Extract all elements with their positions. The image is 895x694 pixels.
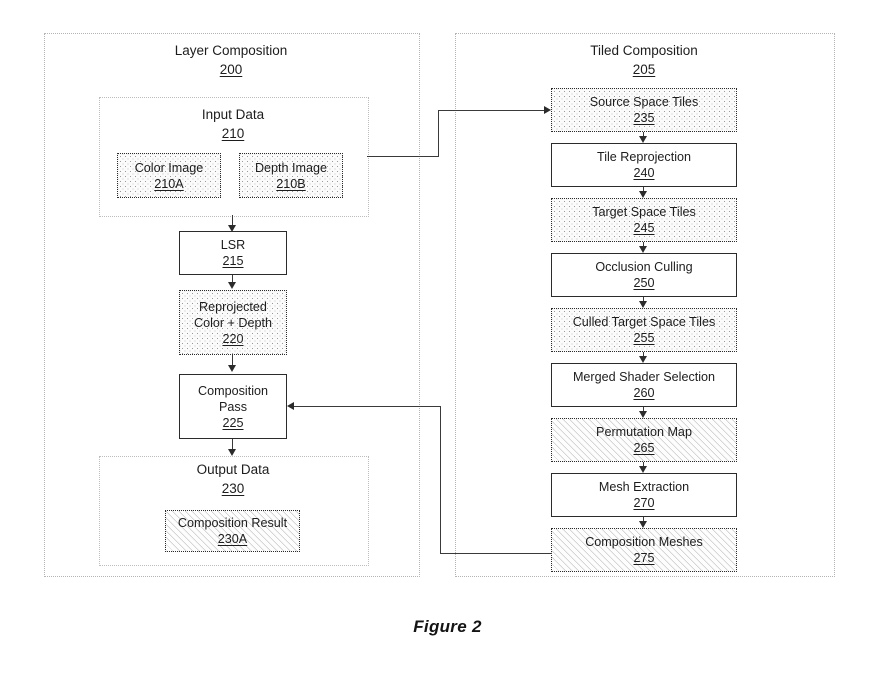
- node-source-space-tiles-ref: 235: [633, 111, 655, 125]
- node-composition-pass[interactable]: Composition Pass 225: [179, 374, 287, 439]
- panel-layer-composition-label: Layer Composition: [174, 43, 288, 58]
- node-mesh-extraction-ref: 270: [633, 496, 655, 510]
- node-tile-reprojection[interactable]: Tile Reprojection 240: [551, 143, 737, 187]
- arrowhead-235-to-240: [639, 136, 647, 143]
- node-mesh-extraction[interactable]: Mesh Extraction 270: [551, 473, 737, 517]
- group-output-data-label: Output Data: [196, 462, 270, 477]
- node-color-image-label: Color Image: [134, 160, 204, 175]
- node-depth-image[interactable]: Depth Image 210B: [239, 153, 343, 198]
- node-composition-pass-label: Composition Pass: [198, 383, 268, 414]
- group-input-data-ref: 210: [221, 126, 245, 141]
- panel-tiled-composition-title: Tiled Composition 205: [455, 41, 833, 79]
- connector-235-to-240: [643, 132, 644, 138]
- node-lsr-label: LSR: [220, 238, 246, 252]
- node-permutation-map-ref: 265: [633, 441, 655, 455]
- arrowhead-255-to-260: [639, 356, 647, 363]
- panel-tiled-composition-ref: 205: [632, 62, 656, 77]
- node-depth-image-ref: 210B: [276, 176, 306, 191]
- node-depth-image-label: Depth Image: [254, 160, 328, 175]
- arrowhead-inputdata-to-sourcetiles: [544, 106, 551, 114]
- connector-245-to-250: [643, 242, 644, 248]
- node-composition-result[interactable]: Composition Result 230A: [165, 510, 300, 552]
- panel-layer-composition-ref: 200: [219, 62, 243, 77]
- node-lsr-ref: 215: [222, 254, 244, 268]
- arrowhead-245-to-250: [639, 246, 647, 253]
- node-source-space-tiles-label: Source Space Tiles: [589, 95, 699, 109]
- node-permutation-map-label: Permutation Map: [596, 425, 692, 439]
- node-occlusion-culling-label: Occlusion Culling: [595, 260, 693, 274]
- node-color-image-ref: 210A: [154, 176, 184, 191]
- arrowhead-composition-pass-to-output: [228, 449, 236, 456]
- node-occlusion-culling-ref: 250: [633, 276, 655, 290]
- panel-tiled-composition: [455, 33, 835, 577]
- node-color-image[interactable]: Color Image 210A: [117, 153, 221, 198]
- panel-layer-composition: [44, 33, 420, 577]
- node-target-space-tiles-label: Target Space Tiles: [592, 205, 696, 219]
- node-composition-meshes-ref: 275: [633, 551, 655, 565]
- arrowhead-270-to-275: [639, 521, 647, 528]
- arrowhead-meshes-to-composition-pass: [287, 402, 294, 410]
- node-lsr[interactable]: LSR 215: [179, 231, 287, 275]
- node-composition-result-ref: 230A: [217, 532, 248, 546]
- arrowhead-inputdata-to-lsr: [228, 225, 236, 232]
- node-merged-shader-selection-label: Merged Shader Selection: [572, 370, 716, 384]
- arrowhead-240-to-245: [639, 191, 647, 198]
- connector-inputdata-to-lsr: [232, 215, 233, 227]
- node-composition-meshes-label: Composition Meshes: [585, 535, 703, 549]
- connector-lsr-to-reprojected: [232, 275, 233, 284]
- node-target-space-tiles-ref: 245: [633, 221, 655, 235]
- node-permutation-map[interactable]: Permutation Map 265: [551, 418, 737, 462]
- connector-260-to-265: [643, 407, 644, 413]
- connector-inputdata-to-sourcetiles-seg2: [438, 110, 439, 157]
- node-occlusion-culling[interactable]: Occlusion Culling 250: [551, 253, 737, 297]
- connector-270-to-275: [643, 517, 644, 523]
- connector-meshes-to-composition-pass-seg3: [294, 406, 441, 407]
- group-output-data-ref: 230: [221, 481, 245, 496]
- connector-250-to-255: [643, 297, 644, 303]
- panel-layer-composition-title: Layer Composition 200: [44, 41, 418, 79]
- group-output-data-title: Output Data 230: [99, 460, 367, 498]
- arrowhead-reprojected-to-composition-pass: [228, 365, 236, 372]
- figure-caption: Figure 2: [413, 617, 482, 636]
- group-output-data: [99, 456, 369, 566]
- connector-inputdata-to-sourcetiles-seg1: [367, 156, 439, 157]
- arrowhead-lsr-to-reprojected: [228, 282, 236, 289]
- node-culled-target-space-tiles-label: Culled Target Space Tiles: [572, 315, 716, 329]
- node-target-space-tiles[interactable]: Target Space Tiles 245: [551, 198, 737, 242]
- node-source-space-tiles[interactable]: Source Space Tiles 235: [551, 88, 737, 132]
- node-reprojected-color-depth-ref: 220: [222, 331, 244, 346]
- node-culled-target-space-tiles-ref: 255: [633, 331, 655, 345]
- panel-tiled-composition-label: Tiled Composition: [590, 43, 698, 58]
- node-tile-reprojection-ref: 240: [633, 166, 655, 180]
- node-tile-reprojection-label: Tile Reprojection: [596, 150, 692, 164]
- group-input-data-label: Input Data: [201, 107, 265, 122]
- connector-reprojected-to-composition-pass: [232, 355, 233, 367]
- node-reprojected-color-depth[interactable]: Reprojected Color + Depth 220: [179, 290, 287, 355]
- node-composition-pass-ref: 225: [222, 415, 244, 430]
- connector-240-to-245: [643, 187, 644, 193]
- connector-meshes-to-composition-pass-seg2: [440, 406, 441, 554]
- node-composition-result-label: Composition Result: [177, 516, 288, 530]
- connector-265-to-270: [643, 462, 644, 468]
- connector-meshes-to-composition-pass-seg1: [440, 553, 552, 554]
- group-input-data: [99, 97, 369, 217]
- node-culled-target-space-tiles[interactable]: Culled Target Space Tiles 255: [551, 308, 737, 352]
- connector-inputdata-to-sourcetiles-seg3: [438, 110, 544, 111]
- arrowhead-265-to-270: [639, 466, 647, 473]
- arrowhead-260-to-265: [639, 411, 647, 418]
- node-mesh-extraction-label: Mesh Extraction: [598, 480, 690, 494]
- connector-composition-pass-to-output: [232, 439, 233, 451]
- node-reprojected-color-depth-label: Reprojected Color + Depth: [193, 299, 273, 330]
- node-composition-meshes[interactable]: Composition Meshes 275: [551, 528, 737, 572]
- arrowhead-250-to-255: [639, 301, 647, 308]
- connector-255-to-260: [643, 352, 644, 358]
- node-merged-shader-selection-ref: 260: [633, 386, 655, 400]
- group-input-data-title: Input Data 210: [99, 105, 367, 143]
- node-merged-shader-selection[interactable]: Merged Shader Selection 260: [551, 363, 737, 407]
